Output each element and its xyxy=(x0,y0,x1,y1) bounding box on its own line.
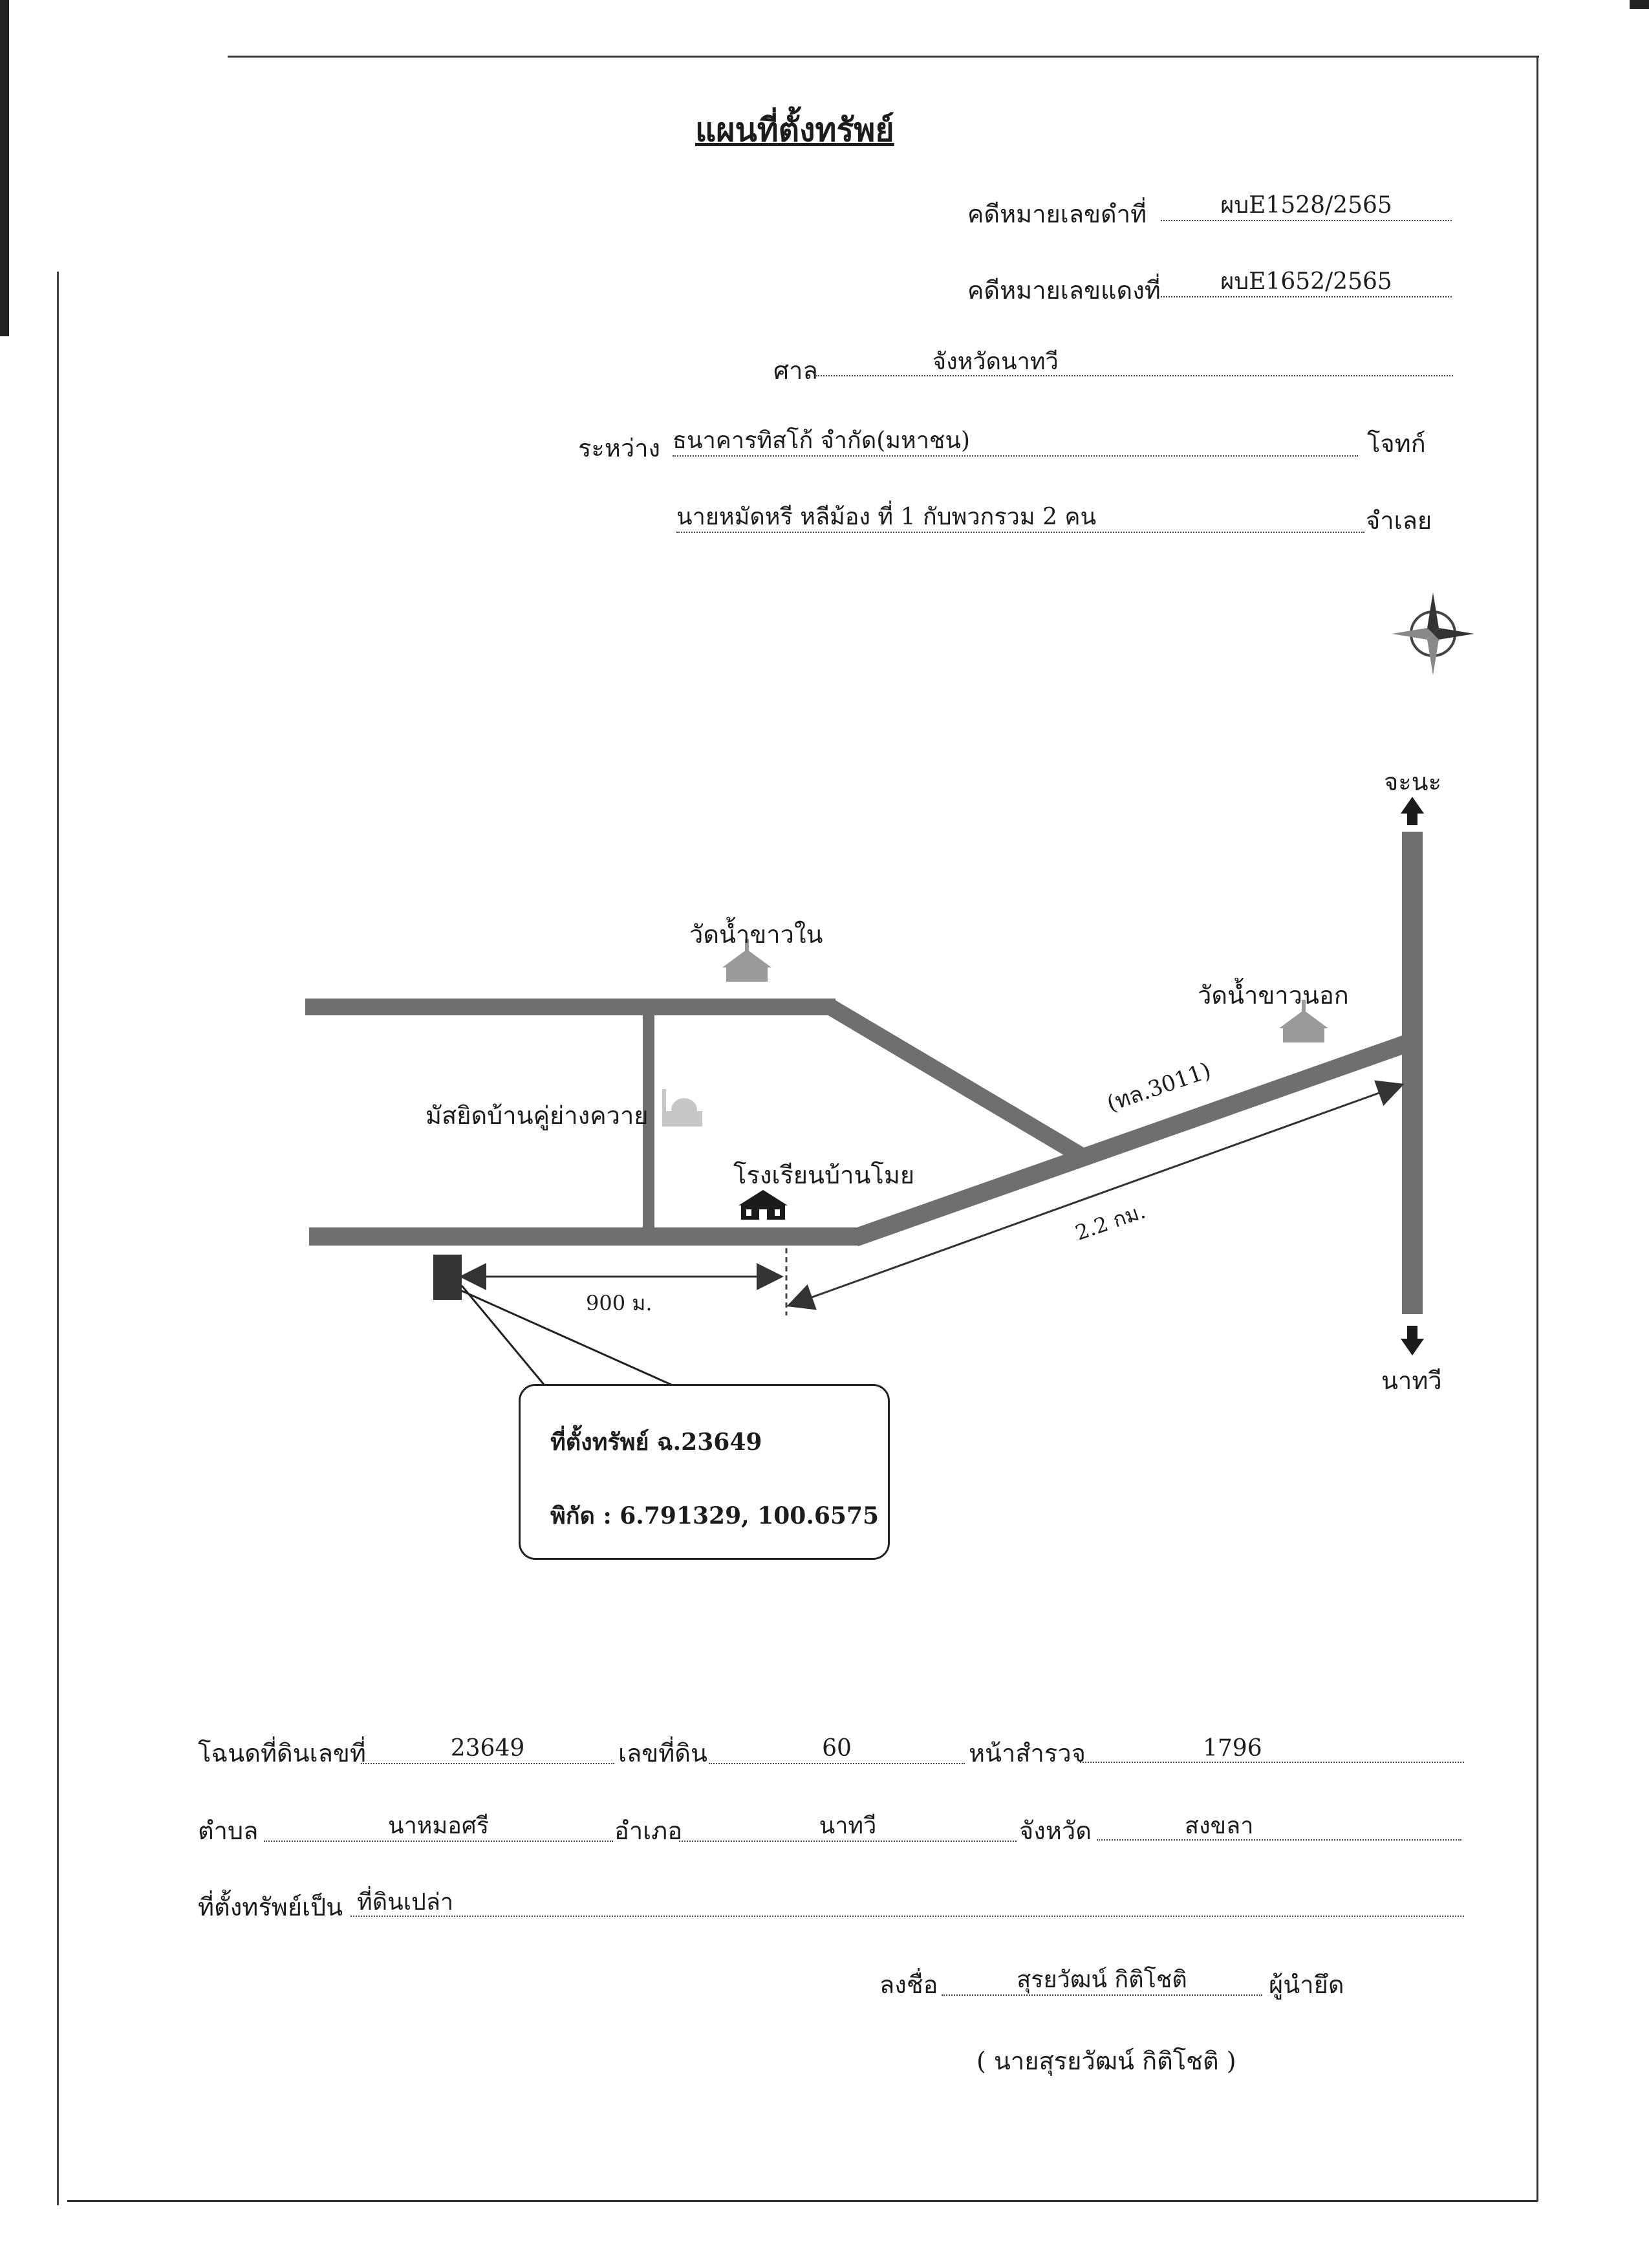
compass-icon xyxy=(1392,592,1474,675)
arrow-down-icon xyxy=(1401,1326,1424,1355)
page-title: แผนที่ตั้งทรัพย์ xyxy=(695,111,894,149)
scan-edge-mark xyxy=(1630,0,1649,9)
district-value: นาทวี xyxy=(679,1812,1017,1842)
label-mosque: มัสยิดบ้านคู่ย่างควาย xyxy=(426,1101,649,1130)
callout-coordinates: พิกัด : 6.791329, 100.6575 xyxy=(550,1502,879,1529)
district-label: อำเภอ xyxy=(614,1817,683,1845)
red-case-label: คดีหมายเลขแดงที่ xyxy=(967,276,1161,305)
road-network xyxy=(305,832,1423,1314)
province-value: สงขลา xyxy=(1097,1812,1461,1841)
sign-role: ผู้นำยึด xyxy=(1269,1971,1344,1999)
plaintiff-role: โจทก์ xyxy=(1367,429,1426,458)
between-label: ระหว่าง xyxy=(578,434,661,462)
black-case-label: คดีหมายเลขดำที่ xyxy=(967,200,1147,228)
land-no-label: เลขที่ดิน xyxy=(618,1739,707,1767)
frame-left-border xyxy=(57,272,59,2205)
land-no-value: 60 xyxy=(709,1734,965,1764)
survey-label: หน้าสำรวจ xyxy=(969,1739,1086,1767)
sign-label: ลงชื่อ xyxy=(879,1971,938,1999)
subdistrict-label: ตำบล xyxy=(198,1817,259,1845)
label-school: โรงเรียนบ้านโมย xyxy=(733,1161,915,1189)
frame-right-border xyxy=(1536,56,1538,2201)
deed-value: 23649 xyxy=(361,1734,614,1764)
frame-bottom-border xyxy=(67,2200,1538,2202)
defendant-role: จำเลย xyxy=(1366,506,1432,535)
deed-label: โฉนดที่ดินเลขที่ xyxy=(198,1739,366,1767)
signer-fullname: ( นายสุรยวัฒน์ กิติโชติ ) xyxy=(976,2047,1236,2075)
label-wat-outer: วัดน้ำขาวนอก xyxy=(1198,981,1349,1010)
distance-2-2km-line xyxy=(786,1080,1405,1310)
frame-top-border xyxy=(228,56,1539,58)
arrow-up-icon xyxy=(1401,797,1424,825)
scan-edge-mark xyxy=(0,0,9,336)
black-case-value: ผบE1528/2565 xyxy=(1161,191,1452,221)
property-type-value: ที่ดินเปล่า xyxy=(350,1888,1464,1917)
label-nathawi: นาทวี xyxy=(1381,1366,1442,1395)
court-label: ศาล xyxy=(773,356,818,385)
property-parcel-marker xyxy=(433,1255,462,1300)
mosque-icon xyxy=(662,1089,702,1127)
temple-icon xyxy=(1279,1000,1328,1042)
label-distance-m: 900 ม. xyxy=(586,1291,652,1315)
survey-value: 1796 xyxy=(1080,1734,1464,1763)
court-value: จังหวัดนาทวี xyxy=(816,348,1453,376)
temple-icon xyxy=(722,939,771,982)
red-case-value: ผบE1652/2565 xyxy=(1161,268,1452,297)
province-label: จังหวัด xyxy=(1019,1817,1092,1845)
defendant-value: นายหมัดหรี หลีม้อง ที่ 1 กับพวกรวม 2 คน xyxy=(676,503,1364,533)
subdistrict-value: นาหมอศรี xyxy=(264,1812,613,1842)
label-wat-inner: วัดน้ำขาวใน xyxy=(689,920,823,949)
plaintiff-value: ธนาคารทิสโก้ จำกัด(มหาชน) xyxy=(673,427,1358,457)
callout-property-id: ที่ตั้งทรัพย์ ฉ.23649 xyxy=(550,1429,762,1456)
school-icon xyxy=(738,1190,788,1220)
property-callout: ที่ตั้งทรัพย์ ฉ.23649 พิกัด : 6.791329, … xyxy=(519,1384,890,1560)
property-type-label: ที่ตั้งทรัพย์เป็น xyxy=(198,1893,343,1921)
label-chana: จะนะ xyxy=(1384,768,1442,796)
signature-name: สุรยวัฒน์ กิติโชติ xyxy=(942,1966,1262,1996)
road-upper-diagonal xyxy=(826,999,1086,1163)
